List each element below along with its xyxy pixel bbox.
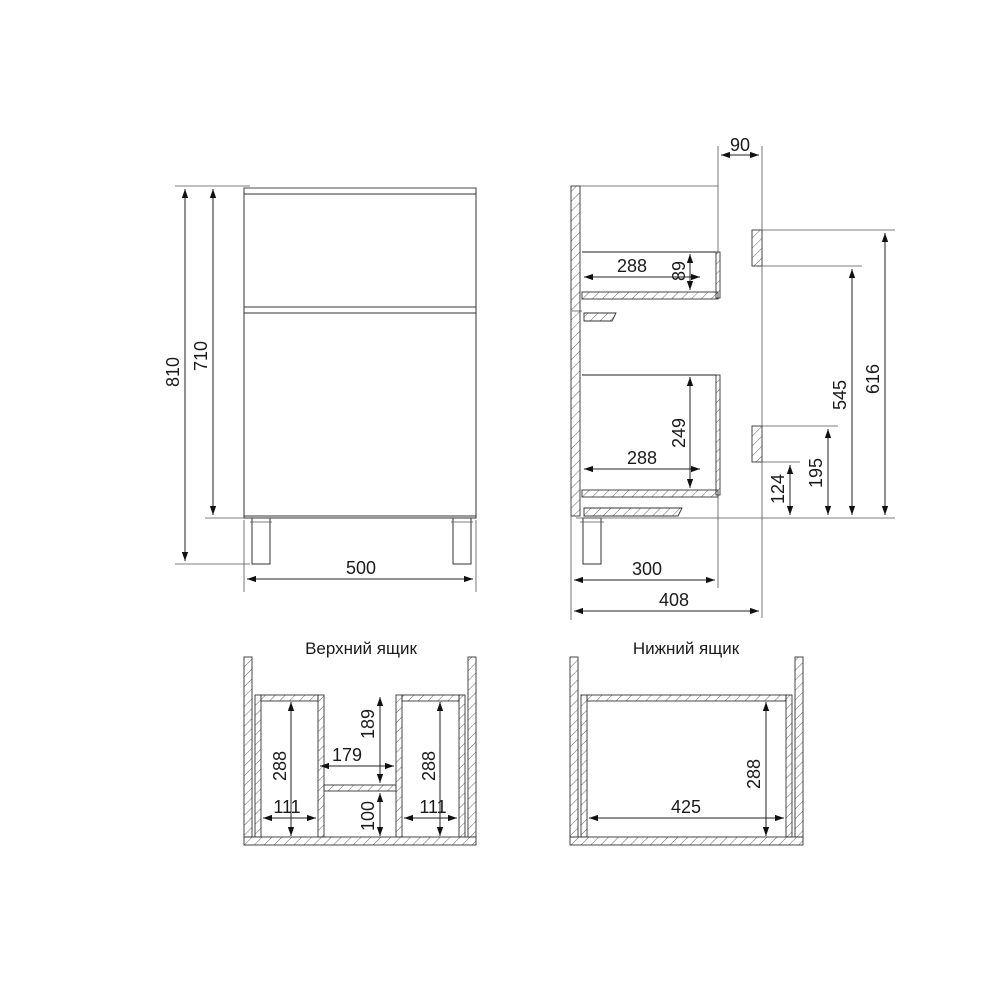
dim-side-616: 616	[863, 364, 883, 394]
side-view: 90 288 89 288 249 300 408 616 545 195 12…	[570, 135, 895, 620]
front-view: 810 710 500	[163, 185, 477, 592]
dim-upper-left-width: 111	[273, 797, 300, 817]
dim-front-width: 500	[346, 558, 376, 578]
upper-plan-left-wall	[243, 656, 253, 838]
dim-side-545: 545	[830, 380, 850, 410]
dim-front-body-height: 710	[191, 341, 211, 371]
lower-plan-left-wall	[569, 656, 579, 838]
dim-upper-right-depth: 288	[419, 751, 439, 781]
upper-plan-center-shelf	[323, 784, 397, 792]
side-upper-drawer-front	[715, 251, 721, 299]
dim-lower-width: 425	[671, 797, 701, 817]
dim-lower-depth: 288	[744, 759, 764, 789]
dim-upper-center-width: 179	[332, 745, 362, 765]
dim-upper-center-depth: 189	[358, 709, 378, 739]
dim-side-top-offset: 90	[730, 135, 750, 155]
lower-plan-right-wall	[794, 656, 804, 838]
side-lower-drawer-front	[715, 374, 721, 496]
dim-side-195: 195	[806, 458, 826, 488]
upper-plan-bottom-wall	[243, 836, 477, 846]
lower-drawer-plan: Нижний ящик 425 288	[569, 639, 804, 846]
wall-bracket-upper	[751, 229, 763, 267]
upper-drawer-plan: Верхний ящик 288 111 179 189 100 288 111	[243, 639, 477, 846]
dim-side-lower-height: 249	[669, 418, 689, 448]
side-upper-drawer-bottom	[581, 291, 719, 300]
upper-plan-right-wall	[467, 656, 477, 838]
front-leg-right	[452, 517, 472, 565]
dim-side-upper-depth: 288	[617, 256, 647, 276]
lower-plan-bottom-wall	[569, 836, 804, 846]
front-top-drawer	[243, 193, 477, 308]
front-bottom-drawer	[243, 312, 477, 517]
side-lower-drawer-bottom	[581, 489, 719, 498]
upper-plan-left-compartment	[260, 694, 319, 702]
lower-plan-drawer-front	[586, 694, 787, 702]
side-lower-rail	[583, 507, 683, 517]
wall-bracket-lower	[751, 425, 763, 463]
dim-side-upper-height: 89	[669, 261, 689, 281]
side-back-wall	[570, 185, 581, 517]
dim-side-124: 124	[768, 474, 788, 504]
dim-upper-center-lower: 100	[358, 801, 378, 831]
dim-upper-right-width: 111	[419, 797, 446, 817]
dim-side-lower-depth: 288	[627, 448, 657, 468]
front-leg-left	[251, 517, 271, 565]
side-leg	[582, 517, 602, 565]
side-upper-rail	[583, 312, 617, 322]
caption-lower-drawer: Нижний ящик	[633, 639, 740, 658]
upper-plan-right-compartment	[401, 694, 460, 702]
dim-side-cabinet-depth: 300	[632, 559, 662, 579]
dim-upper-left-depth: 288	[270, 751, 290, 781]
caption-upper-drawer: Верхний ящик	[305, 639, 417, 658]
dim-front-total-height: 810	[163, 357, 183, 387]
dim-side-total-depth: 408	[659, 590, 689, 610]
